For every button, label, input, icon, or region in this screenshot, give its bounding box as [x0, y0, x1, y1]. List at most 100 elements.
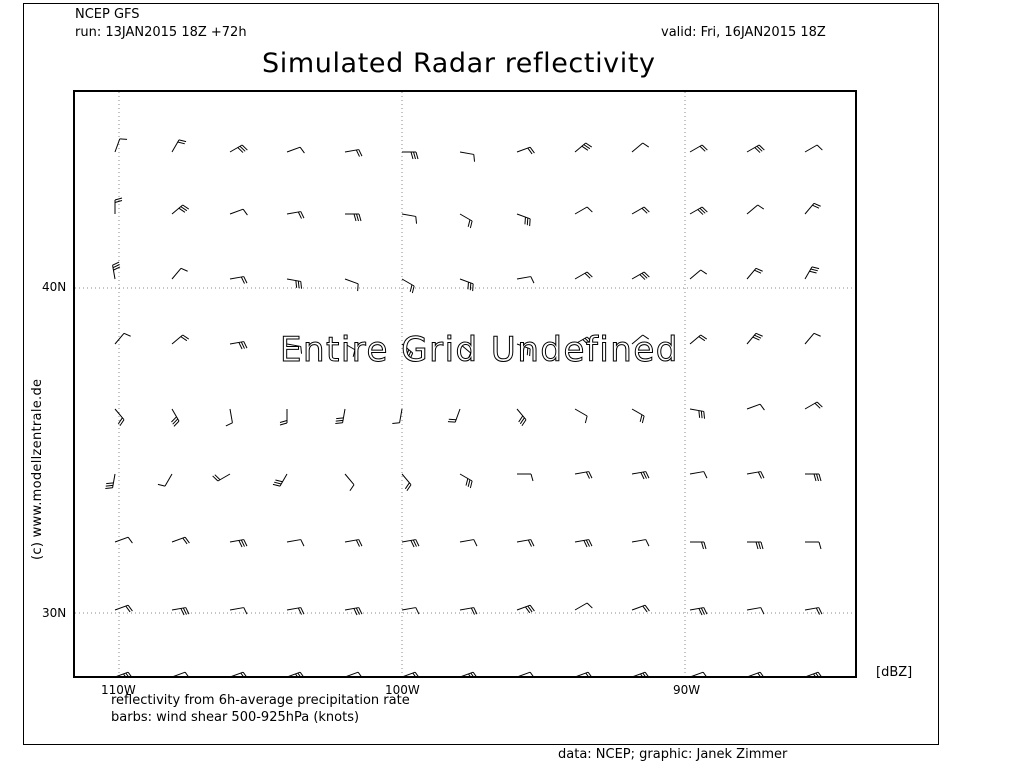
- wind-barb: [805, 473, 822, 482]
- wind-barb: [746, 332, 763, 345]
- wind-barb: [459, 151, 476, 162]
- lat-label-40n: 40N: [42, 280, 67, 294]
- wind-barb: [459, 343, 472, 360]
- wind-barb: [459, 278, 474, 292]
- wind-barb: [279, 409, 288, 426]
- wind-barb: [746, 471, 765, 479]
- wind-barb: [114, 332, 131, 345]
- wind-barb: [212, 473, 231, 482]
- wind-barb: [631, 471, 650, 480]
- wind-barb: [804, 266, 820, 280]
- gridline-layer: [75, 92, 855, 676]
- wind-barb: [574, 539, 593, 548]
- run-time: run: 13JAN2015 18Z +72h: [75, 25, 247, 40]
- wind-barb: [631, 206, 650, 215]
- wind-barb: [691, 671, 707, 676]
- wind-barb: [461, 671, 477, 676]
- wind-barb: [286, 343, 303, 354]
- undefined-grid-notice: Entire Grid Undefined: [280, 330, 679, 371]
- wind-barb: [633, 671, 649, 676]
- wind-barb: [804, 144, 823, 153]
- wind-barb: [173, 671, 189, 676]
- lon-label-90w: 90W: [673, 683, 701, 697]
- wind-barb: [689, 471, 708, 479]
- wind-barb: [344, 473, 355, 492]
- valid-time: valid: Fri, 16JAN2015 18Z: [661, 25, 826, 40]
- wind-barb: [402, 151, 419, 160]
- wind-barb: [114, 604, 133, 613]
- wind-barb: [804, 401, 823, 410]
- wind-barb: [229, 341, 248, 350]
- wind-barb: [229, 208, 248, 216]
- wind-barb: [114, 138, 128, 153]
- wind-barb: [746, 267, 763, 280]
- wind-barb: [689, 607, 708, 616]
- wind-barb: [516, 408, 527, 427]
- wind-barb: [392, 408, 403, 425]
- wind-barb: [344, 278, 359, 292]
- model-name: NCEP GFS: [75, 7, 140, 22]
- wind-barb: [288, 671, 304, 676]
- wind-barb: [459, 539, 478, 547]
- data-credit: data: NCEP; graphic: Janek Zimmer: [558, 747, 788, 762]
- wind-barb: [746, 144, 765, 153]
- wind-barb: [746, 204, 765, 215]
- wind-barb: [689, 334, 708, 345]
- wind-barb: [171, 334, 190, 345]
- wind-barb: [516, 343, 531, 357]
- wind-barb: [689, 269, 708, 280]
- wind-barb: [517, 473, 534, 482]
- wind-barb: [518, 671, 534, 676]
- wind-barb: [345, 213, 362, 222]
- legend-reflectivity: reflectivity from 6h-average precipitati…: [111, 693, 410, 708]
- wind-barb: [631, 142, 650, 153]
- wind-barb: [574, 471, 593, 479]
- wind-barb: [229, 607, 248, 615]
- wind-barb: [344, 607, 363, 616]
- wind-barb: [689, 408, 706, 419]
- wind-barb-layer: [105, 138, 823, 676]
- wind-barb: [344, 149, 363, 157]
- wind-barb: [631, 604, 650, 613]
- wind-barb: [286, 607, 305, 615]
- legend-barbs: barbs: wind shear 500-925hPa (knots): [111, 710, 360, 725]
- wind-barb: [690, 541, 707, 550]
- wind-barb: [631, 539, 650, 547]
- wind-barb: [631, 271, 650, 280]
- wind-barb: [746, 607, 765, 615]
- wind-barb: [335, 408, 346, 425]
- wind-barb: [114, 536, 133, 544]
- lon-label-110w: 110W: [101, 683, 136, 697]
- wind-barb: [516, 604, 535, 614]
- wind-barb: [631, 334, 650, 345]
- lon-label-100w: 100W: [385, 683, 420, 697]
- wind-barb: [516, 146, 535, 155]
- wind-barb: [401, 607, 420, 615]
- wind-barb: [574, 602, 593, 611]
- lat-label-30n: 30N: [42, 606, 67, 620]
- wind-barb: [171, 139, 187, 153]
- wind-barb: [401, 343, 414, 360]
- figure-frame: [23, 3, 939, 745]
- wind-barb: [171, 204, 190, 215]
- wind-barb: [574, 271, 593, 280]
- wind-barb: [112, 261, 121, 280]
- wind-barb: [401, 278, 415, 294]
- map-panel: [73, 90, 857, 678]
- wind-barb: [459, 607, 478, 615]
- wind-barb: [171, 408, 180, 427]
- wind-barb: [229, 276, 248, 284]
- wind-barb: [631, 408, 645, 424]
- wind-barb: [229, 539, 248, 548]
- wind-barb: [286, 278, 303, 289]
- wind-barb: [746, 403, 765, 411]
- wind-barb: [689, 144, 708, 153]
- wind-barb: [171, 267, 188, 280]
- wind-barb: [805, 541, 822, 550]
- wind-barb: [574, 206, 593, 215]
- wind-barb: [171, 536, 190, 545]
- wind-barb: [171, 607, 190, 616]
- wind-barb: [157, 473, 173, 487]
- unit-label: [dBZ]: [876, 665, 913, 680]
- map-title: Simulated Radar reflectivity: [262, 48, 656, 79]
